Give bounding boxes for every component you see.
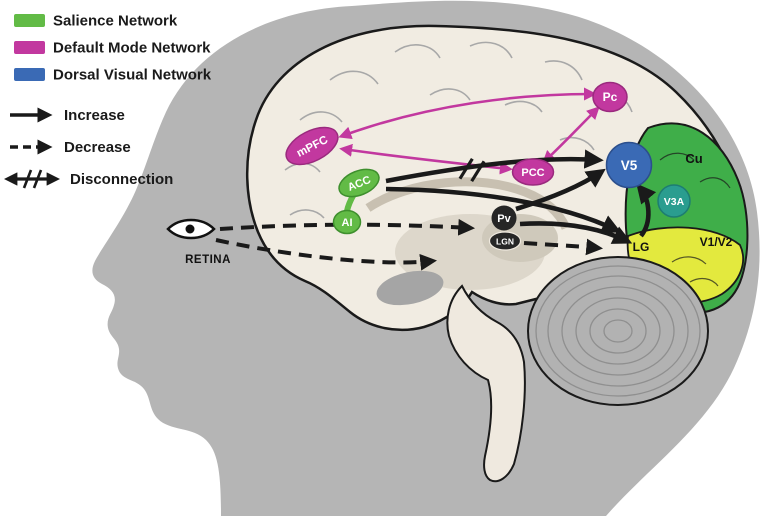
cerebellum: [527, 256, 709, 406]
node-v5: V5: [605, 141, 653, 189]
v3a-label: V3A: [664, 196, 685, 208]
v5-label: V5: [621, 158, 638, 173]
pcc-label: PCC: [521, 167, 544, 179]
legend-label-salience: Salience Network: [53, 13, 178, 30]
disconnection-hash: [458, 157, 486, 183]
arrow-lg-v5: [636, 183, 657, 238]
node-mpfc: mPFC: [285, 126, 339, 166]
pc-label: Pc: [603, 90, 618, 104]
node-pc: Pc: [592, 81, 628, 113]
node-v3a: V3A: [657, 184, 691, 218]
legend-label-dorsal: Dorsal Visual Network: [53, 67, 212, 84]
legend: Salience Network Default Mode Network Do…: [3, 13, 212, 189]
node-acc: ACC: [338, 168, 380, 198]
arrow-retina-lower: [215, 238, 438, 271]
brainstem: [446, 284, 526, 483]
pv-label: Pv: [497, 213, 511, 225]
arrow-mpfc-pcc: [339, 143, 513, 175]
node-ai: AI: [332, 209, 362, 235]
cu-label: Cu: [685, 151, 702, 166]
ai-label: AI: [342, 217, 353, 229]
lg-label: LG: [633, 240, 650, 254]
node-pcc: PCC: [511, 158, 555, 186]
legend-label-increase: Increase: [64, 107, 125, 124]
retina-label: RETINA: [185, 254, 231, 266]
arrow-lgn-to-lg: [523, 238, 604, 256]
arrow-mpfc-pc: [338, 87, 597, 140]
arrow-pv-lg: [519, 221, 633, 244]
dmn-arrows: [338, 87, 600, 175]
arrow-pv-v5: [515, 168, 606, 212]
legend-swatch-dmn: [14, 41, 45, 54]
legend-label-decrease: Decrease: [64, 139, 131, 156]
node-pv: Pv: [491, 205, 517, 231]
arrow-pcc-pc: [542, 106, 600, 164]
occipital-sulci: [659, 152, 731, 287]
arrow-acc-lg: [385, 186, 622, 233]
legend-swatch-dorsal: [14, 68, 45, 81]
node-lgn: LGN: [488, 231, 522, 251]
legend-disconnection-hash: [22, 169, 43, 189]
legend-swatch-salience: [14, 14, 45, 27]
v1v2-label: V1/V2: [700, 235, 733, 249]
arrow-acc-v5: [385, 149, 604, 184]
legend-label-dmn: Default Mode Network: [53, 40, 211, 57]
eye-icon: [166, 218, 216, 240]
lgn-label: LGN: [496, 237, 514, 247]
increase-arrows: [385, 149, 657, 244]
legend-label-disconnection: Disconnection: [70, 171, 173, 188]
